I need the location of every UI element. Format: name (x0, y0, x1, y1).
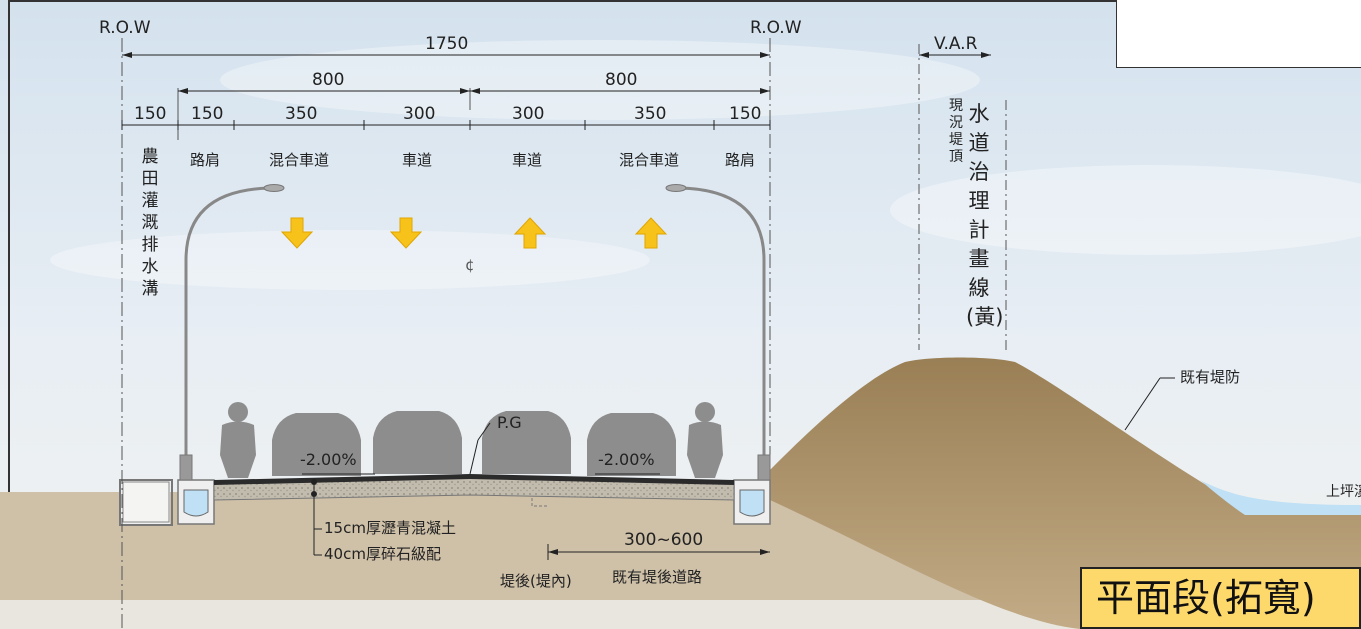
existing-levee-shape (770, 357, 1361, 629)
profile-grade-label: P.G (497, 413, 522, 432)
direction-arrow-icon (634, 217, 668, 249)
segment-width: 150 (729, 104, 762, 124)
segment-width: 300 (403, 104, 436, 124)
segment-width: 150 (134, 104, 167, 124)
segment-label-shoulder-left: 路肩 (190, 151, 221, 169)
cross-slope-right: -2.00% (598, 450, 655, 469)
cross-slope-left: -2.00% (300, 450, 357, 469)
inset-frame (1116, 0, 1361, 68)
street-lamp-icon (179, 184, 285, 481)
existing-road-label: 既有堤後道路 (612, 568, 703, 586)
segment-label-mixed-lane-left: 混合車道 (269, 151, 330, 169)
segment-width: 150 (191, 104, 224, 124)
pavement-layer-asphalt: 15cm厚瀝青混凝土 (324, 519, 456, 537)
total-width-label: 1750 (425, 34, 469, 54)
car-icon (373, 411, 462, 474)
car-icon (482, 411, 571, 474)
direction-arrow-icon (280, 217, 314, 249)
direction-arrow-icon (513, 217, 547, 249)
asphalt-layer (214, 474, 734, 485)
existing-crest-label: 現況堤頂 (949, 98, 963, 165)
segment-label-lane-left: 車道 (402, 151, 433, 169)
segment-width: 300 (512, 104, 545, 124)
motorcycle-icon (220, 402, 256, 478)
segment-label-mixed-lane-right: 混合車道 (619, 151, 680, 169)
drainage-ditch-label: 農田灌溉排水溝 (141, 147, 159, 299)
segment-width: 350 (285, 104, 318, 124)
var-label: V.A.R (934, 34, 978, 54)
drainage-ditch (119, 479, 173, 526)
direction-arrow-icon (389, 217, 423, 249)
segment-label-shoulder-right: 路肩 (725, 151, 756, 169)
motorcycle-icon (687, 402, 723, 478)
row-label-right: R.O.W (750, 18, 802, 38)
centerline-symbol: ¢ (465, 256, 475, 274)
section-title: 平面段(拓寬) (1080, 567, 1361, 629)
half-width-left-label: 800 (312, 70, 345, 90)
ground-fill (0, 492, 1080, 600)
existing-road-width: 300~600 (624, 530, 704, 550)
segment-label-lane-right: 車道 (512, 151, 543, 169)
landward-label: 堤後(堤內) (500, 572, 572, 590)
half-width-right-label: 800 (605, 70, 638, 90)
river-water (1200, 480, 1361, 515)
river-label: 上坪溪 (1326, 484, 1361, 500)
pavement-layer-gravel: 40cm厚碎石級配 (324, 545, 441, 563)
car-icon (272, 413, 361, 476)
row-label-left: R.O.W (99, 18, 151, 38)
car-icon (587, 413, 676, 476)
segment-width: 350 (634, 104, 667, 124)
river-plan-line-label: 水道治理計畫線(黃) (966, 102, 1004, 329)
street-lamp-icon (665, 184, 771, 481)
existing-levee-label: 既有堤防 (1180, 368, 1241, 386)
